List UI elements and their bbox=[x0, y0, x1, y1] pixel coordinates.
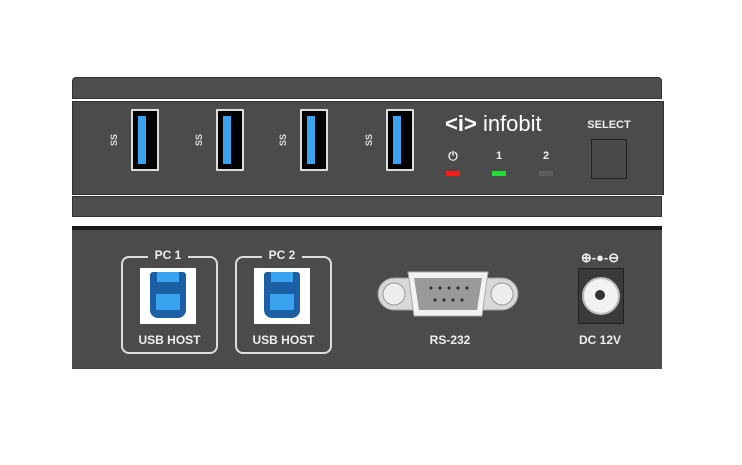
logo-mark: <i> bbox=[445, 111, 477, 136]
usb-a-port-4[interactable] bbox=[386, 109, 414, 171]
jack-pin bbox=[595, 290, 605, 300]
front-top-strip bbox=[72, 77, 662, 99]
usb-b-port-pc2[interactable] bbox=[254, 268, 310, 324]
superspeed-usb-icon: SS bbox=[278, 133, 289, 147]
usb-a-port-3[interactable] bbox=[300, 109, 328, 171]
rs232-label: RS-232 bbox=[429, 333, 471, 347]
pc2-led bbox=[539, 171, 553, 176]
led-2-label: 2 bbox=[542, 150, 550, 162]
select-label: SELECT bbox=[587, 119, 631, 131]
power-led bbox=[446, 171, 460, 176]
dc-12v-label: DC 12V bbox=[578, 333, 622, 347]
pc1-title: PC 1 bbox=[148, 248, 188, 262]
select-button[interactable] bbox=[591, 139, 627, 179]
superspeed-usb-icon: SS bbox=[194, 133, 205, 147]
front-bottom-strip bbox=[72, 196, 662, 217]
superspeed-usb-icon: SS bbox=[109, 133, 120, 147]
dc-power-jack[interactable] bbox=[578, 268, 624, 324]
usb-b-port-pc1[interactable] bbox=[140, 268, 196, 324]
power-label: ⏻ bbox=[448, 149, 458, 163]
led-1-label: 1 bbox=[495, 150, 503, 162]
pc1-usb-host-label: USB HOST bbox=[138, 333, 201, 347]
usb-a-port-1[interactable] bbox=[131, 109, 159, 171]
front-panel bbox=[72, 101, 664, 195]
pc2-title: PC 2 bbox=[262, 248, 302, 262]
power-polarity-symbol: ⊕-●-⊖ bbox=[580, 250, 620, 265]
superspeed-usb-icon: SS bbox=[364, 133, 375, 147]
pc1-led bbox=[492, 171, 506, 176]
infobit-logo: <i> infobit bbox=[445, 111, 542, 137]
brand-name: infobit bbox=[482, 111, 542, 136]
pc2-usb-host-label: USB HOST bbox=[252, 333, 315, 347]
usb-a-port-2[interactable] bbox=[216, 109, 244, 171]
rs232-db9-connector[interactable] bbox=[374, 268, 524, 320]
